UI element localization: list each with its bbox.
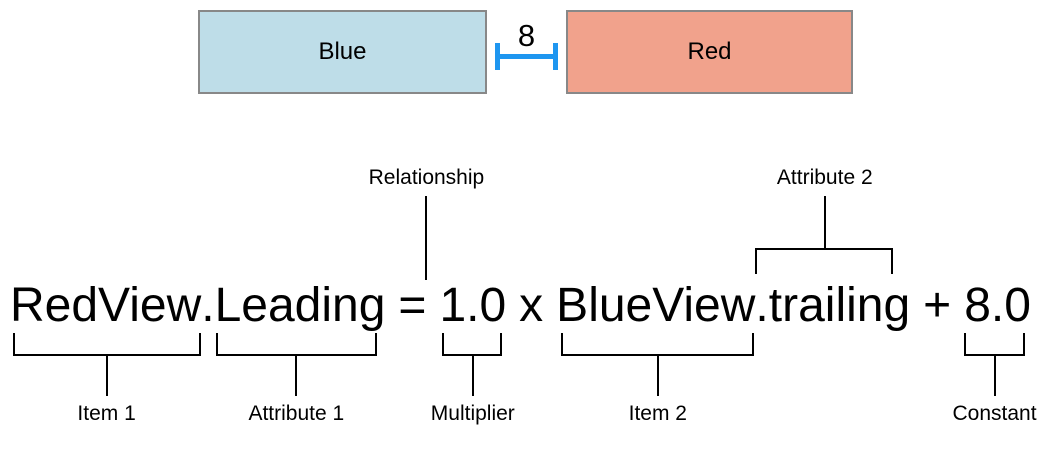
eq-segment-plus: + (923, 282, 951, 330)
spacing-value: 8 (517, 18, 536, 53)
blue-view: Blue (198, 10, 487, 94)
multiplier-label: Multiplier (430, 402, 515, 425)
attribute1-stem (295, 356, 298, 396)
ibeam-bar (495, 54, 558, 59)
constant-stem (993, 356, 996, 396)
eq-attribute1-text: .Leading (201, 279, 386, 332)
blue-view-label: Blue (318, 38, 367, 65)
relationship-label: Relationship (368, 166, 485, 189)
spacing-gap: 8 (487, 10, 566, 94)
item1-stem (105, 356, 108, 396)
eq-segment-times: x (519, 282, 543, 330)
relationship-stem (425, 196, 428, 280)
views-row: Blue 8 Red (198, 10, 853, 94)
spacing-ibeam-icon (495, 43, 558, 70)
attribute2-stem (823, 196, 826, 248)
eq-item2-text: BlueView (556, 279, 756, 332)
eq-segment-relation: = Relationship (369, 167, 485, 332)
eq-segment-item1: RedView Item 1 (10, 279, 202, 424)
ibeam-right-cap (553, 43, 558, 70)
item1-label: Item 1 (77, 402, 136, 425)
eq-attribute2-text: .trailing (755, 279, 911, 332)
multiplier-stem (471, 356, 474, 396)
attribute1-label: Attribute 1 (248, 402, 345, 425)
eq-constant-text: 8.0 (964, 279, 1031, 332)
attribute2-bracket (755, 248, 894, 274)
eq-segment-attribute2: .trailing Attribute 2 (755, 167, 911, 332)
item2-bracket (561, 333, 755, 356)
multiplier-bracket (442, 333, 503, 356)
constant-bracket (964, 333, 1025, 356)
attribute2-label: Attribute 2 (776, 166, 873, 189)
eq-relation-text: = (398, 279, 427, 332)
red-view-label: Red (687, 38, 732, 65)
eq-multiplier-text: 1.0 (439, 279, 507, 332)
constant-label: Constant (952, 402, 1037, 425)
eq-times-text: x (519, 279, 544, 332)
equation-row: RedView Item 1 .Leading Attribute 1 = Re… (10, 167, 1037, 425)
eq-segment-item2: BlueView Item 2 (556, 279, 756, 425)
red-view: Red (566, 10, 853, 94)
attribute1-bracket (216, 333, 378, 356)
eq-segment-multiplier: 1.0 Multiplier (431, 279, 515, 425)
item2-stem (656, 356, 659, 396)
eq-segment-attribute1: .Leading Attribute 1 (201, 279, 386, 425)
item2-label: Item 2 (628, 402, 687, 425)
item1-bracket (13, 333, 202, 356)
eq-segment-constant: 8.0 Constant (953, 279, 1037, 425)
eq-plus-text: + (923, 279, 952, 332)
eq-item1-text: RedView (10, 279, 202, 332)
